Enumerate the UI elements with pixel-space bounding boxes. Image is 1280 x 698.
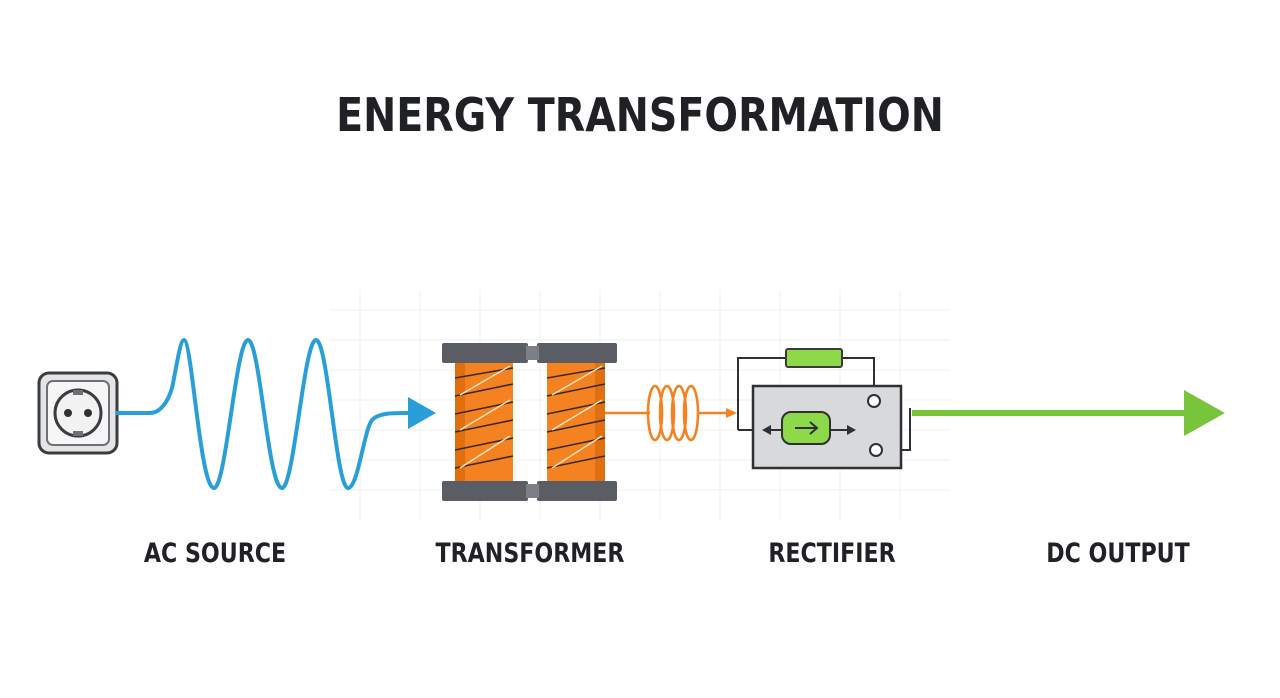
- induction-coil: [605, 384, 737, 442]
- power-socket-icon: [37, 371, 119, 455]
- rectifier-circuit-icon: [737, 348, 911, 470]
- dc-output-label: DC OUTPUT: [1046, 538, 1190, 569]
- coil-arrowhead: [726, 408, 737, 418]
- ac-wave: [115, 338, 436, 490]
- transformer-label: TRANSFORMER: [435, 538, 625, 569]
- resistor-icon: [785, 348, 843, 368]
- dc-arrow-icon: [912, 390, 1225, 436]
- ac-arrowhead: [408, 397, 436, 429]
- rectifier-label: RECTIFIER: [768, 538, 896, 569]
- page-title: ENERGY TRANSFORMATION: [336, 88, 944, 142]
- transformer-coils-icon: [442, 343, 617, 501]
- ac-source-label: AC SOURCE: [143, 538, 287, 569]
